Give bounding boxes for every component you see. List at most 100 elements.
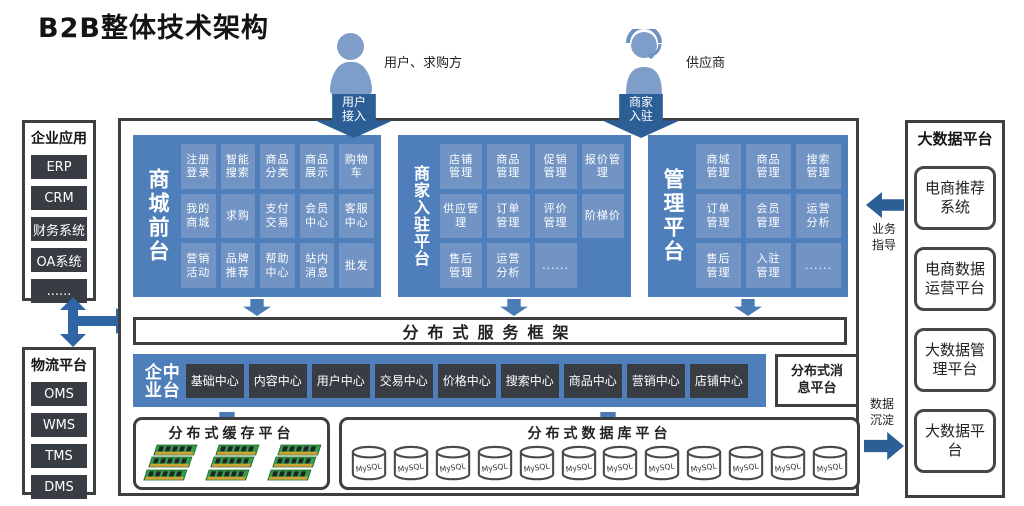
feature-tile: 品牌 推荐 <box>220 243 256 288</box>
mysql-label: MySQL <box>355 461 383 474</box>
panel-title: 商家入驻平台 <box>411 165 430 267</box>
middle-platform-tiles: 基础中心 内容中心 用户中心 交易中心 价格中心 搜索中心 商品中心 营销中心 … <box>185 363 748 398</box>
mysql-cylinder-icon: MySQL <box>351 445 387 481</box>
feature-tile: 报价管 理 <box>581 144 624 189</box>
enterprise-app-item: CRM <box>31 186 87 210</box>
feature-tile: 购物 车 <box>339 144 374 189</box>
mysql-cylinder-icon: MySQL <box>519 445 554 481</box>
feature-tile: 促销 管理 <box>534 144 577 189</box>
supplier-headset-person-icon <box>626 29 662 95</box>
mysql-label: MySQL <box>439 461 467 474</box>
center-tile: 基础中心 <box>185 363 244 398</box>
service-framework-bar: 分布式服务框架 <box>133 317 847 345</box>
feature-tile: 智能 搜索 <box>220 144 256 189</box>
logistics-title: 物流平台 <box>31 358 87 374</box>
enterprise-app-item: ...... <box>31 279 87 303</box>
feature-tile: 运营 分析 <box>487 243 530 288</box>
logistics-item: WMS <box>31 413 87 437</box>
logistics-item: DMS <box>31 475 87 499</box>
feature-tile: 注册 登录 <box>181 144 216 189</box>
panel-title: 管理平台 <box>661 168 685 264</box>
mysql-cylinder-icon: MySQL <box>687 445 722 481</box>
feature-tile: 我的 商城 <box>181 193 216 239</box>
logistics-item: TMS <box>31 444 87 468</box>
panel-downlink-arrow-icon <box>500 299 528 316</box>
middle-platform-title-col: 中台 <box>158 362 179 399</box>
data-deposit-label: 数据 沉淀 <box>869 397 894 427</box>
panel-downlink-arrow-icon <box>734 299 762 316</box>
bigdata-item: 大数据管 理平台 <box>914 328 996 392</box>
center-tile: 营销中心 <box>626 363 685 398</box>
page-title: B2B整体技术架构 <box>38 13 269 44</box>
message-platform-box: 分布式消 息平台 <box>775 354 859 407</box>
panel-mall-frontend: 商城前台 注册 登录 智能 搜索 商品 分类 商品 展示 购物 车 我的 商城 … <box>133 135 381 297</box>
merchant-onboarding-tiles: 店铺 管理 商品 管理 促销 管理 报价管 理 供应管 理 订单 管理 评价 管… <box>440 144 624 288</box>
feature-tile: 站内 消息 <box>299 243 335 288</box>
center-tile: 用户中心 <box>311 363 370 398</box>
feature-tile: 商品 展示 <box>299 144 335 189</box>
bigdata-item: 大数据平 台 <box>914 409 996 473</box>
feature-tile: 订单 管理 <box>487 193 530 239</box>
buyer-person-icon <box>337 33 364 60</box>
mysql-cylinder-icon: MySQL <box>603 445 638 481</box>
feature-tile: 评价 管理 <box>534 193 577 239</box>
buyer-person-body-icon <box>330 62 372 95</box>
enterprise-app-item: OA系统 <box>31 248 87 272</box>
panel-admin: 管理平台 商城 管理 商品 管理 搜索 管理 订单 管理 会员 管理 运营 分析… <box>648 135 848 297</box>
mysql-label: MySQL <box>565 461 593 474</box>
middle-platform-row: 企业 中台 基础中心 内容中心 用户中心 交易中心 价格中心 搜索中心 商品中心… <box>133 354 766 407</box>
mysql-cylinder-icon: MySQL <box>812 445 848 481</box>
enterprise-app-item: ERP <box>31 155 87 179</box>
mysql-label: MySQL <box>648 461 676 474</box>
bigdata-box: 大数据平台 电商推荐 系统 电商数据 运营平台 大数据管 理平台 大数据平 台 <box>905 120 1005 498</box>
feature-tile: 商品 管理 <box>487 144 530 189</box>
business-guidance-arrow-icon <box>866 192 904 218</box>
db-platform-box: 分布式数据库平台 MySQL MySQL MySQL MySQL MySQL M… <box>339 417 860 490</box>
enterprise-app-item: 财务系统 <box>31 217 87 241</box>
mysql-cylinder-icon: MySQL <box>435 445 471 481</box>
feature-tile: 搜索 管理 <box>796 144 841 189</box>
center-tile: 内容中心 <box>248 363 307 398</box>
ram-modules-icon <box>142 444 322 481</box>
business-guidance-label: 业务 指导 <box>871 222 896 252</box>
mysql-label: MySQL <box>397 461 425 474</box>
panel-title: 商城前台 <box>146 168 170 264</box>
middle-platform-title: 企业 中台 <box>140 362 179 399</box>
feature-tile: 阶梯价 <box>581 193 624 239</box>
center-tile: 搜索中心 <box>500 363 559 398</box>
mysql-label: MySQL <box>816 461 844 474</box>
enterprise-apps-box: 企业应用 ERP CRM 财务系统 OA系统 ...... <box>22 120 96 303</box>
feature-tile: 商品 管理 <box>746 144 791 189</box>
feature-tile: 客服 中心 <box>339 193 374 239</box>
db-platform-title: 分布式数据库平台 <box>527 426 672 442</box>
middle-platform-title-col: 企业 <box>140 362 161 399</box>
mysql-label: MySQL <box>607 461 635 474</box>
feature-tile: ...... <box>534 243 577 288</box>
bigdata-item: 电商数据 运营平台 <box>914 247 996 311</box>
feature-tile: 售后 管理 <box>696 243 741 288</box>
mysql-label: MySQL <box>523 461 551 474</box>
feature-tile: 运营 分析 <box>796 193 841 239</box>
mysql-cylinder-icon: MySQL <box>561 445 596 481</box>
main-platform-container: 商城前台 注册 登录 智能 搜索 商品 分类 商品 展示 购物 车 我的 商城 … <box>118 118 860 496</box>
mysql-label: MySQL <box>481 461 509 474</box>
feature-tile: 订单 管理 <box>696 193 741 239</box>
db-nodes: MySQL MySQL MySQL MySQL MySQL MySQL MySQ… <box>342 443 857 485</box>
feature-tile: 商城 管理 <box>696 144 741 189</box>
mysql-cylinder-icon: MySQL <box>728 445 764 481</box>
logistics-item: OMS <box>31 382 87 406</box>
feature-tile: 商品 分类 <box>260 144 295 189</box>
panel-downlink-arrow-icon <box>243 299 271 316</box>
mysql-cylinder-icon: MySQL <box>477 445 512 481</box>
mysql-cylinder-icon: MySQL <box>770 445 806 481</box>
center-tile: 价格中心 <box>437 363 496 398</box>
mysql-label: MySQL <box>774 461 802 474</box>
center-tile: 店铺中心 <box>689 363 748 398</box>
bigdata-item: 电商推荐 系统 <box>914 166 996 230</box>
mysql-label: MySQL <box>690 461 718 474</box>
bigdata-title: 大数据平台 <box>917 130 993 148</box>
feature-tile: 入驻 管理 <box>746 243 791 288</box>
feature-tile: 营销 活动 <box>181 243 216 288</box>
mysql-cylinder-icon: MySQL <box>393 445 429 481</box>
